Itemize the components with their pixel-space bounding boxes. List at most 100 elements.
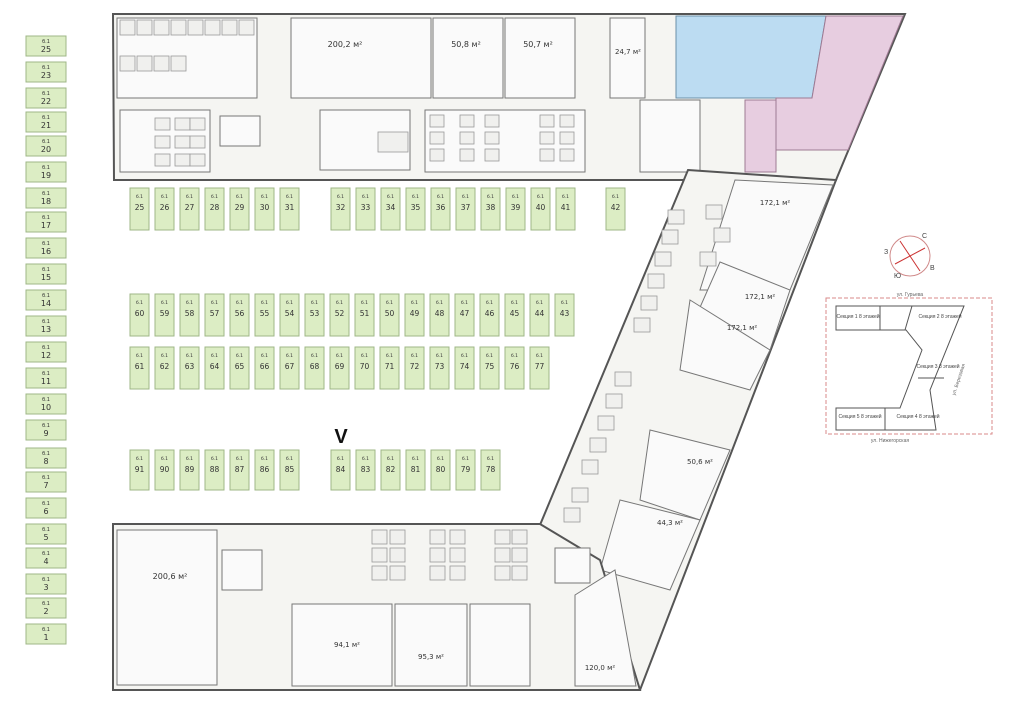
- parking-spot[interactable]: б.147: [454, 293, 475, 337]
- parking-spot[interactable]: б.156: [229, 293, 250, 337]
- parking-spot[interactable]: б.163: [179, 346, 200, 390]
- parking-spot-left[interactable]: б.17: [25, 471, 67, 493]
- parking-spot[interactable]: б.136: [430, 187, 451, 231]
- parking-spot[interactable]: б.142: [605, 187, 626, 231]
- parking-spot[interactable]: б.128: [204, 187, 225, 231]
- parking-spot[interactable]: б.180: [430, 449, 451, 491]
- parking-spot-left[interactable]: б.112: [25, 341, 67, 363]
- parking-spot[interactable]: б.191: [129, 449, 150, 491]
- parking-spot[interactable]: б.177: [529, 346, 550, 390]
- parking-spot[interactable]: б.130: [254, 187, 275, 231]
- parking-spot[interactable]: б.174: [454, 346, 475, 390]
- parking-spot[interactable]: б.127: [179, 187, 200, 231]
- parking-spot[interactable]: б.171: [379, 346, 400, 390]
- parking-spot-left[interactable]: б.114: [25, 289, 67, 311]
- parking-spot[interactable]: б.149: [404, 293, 425, 337]
- parking-spot-left[interactable]: б.125: [25, 35, 67, 57]
- spot-prefix: б.1: [462, 456, 469, 462]
- parking-spot[interactable]: б.159: [154, 293, 175, 337]
- parking-spot[interactable]: б.189: [179, 449, 200, 491]
- parking-spot[interactable]: б.190: [154, 449, 175, 491]
- parking-spot-left[interactable]: б.11: [25, 623, 67, 645]
- parking-spot-left[interactable]: б.123: [25, 61, 67, 83]
- parking-spot[interactable]: б.173: [429, 346, 450, 390]
- parking-spot[interactable]: б.175: [479, 346, 500, 390]
- parking-spot[interactable]: б.155: [254, 293, 275, 337]
- parking-spot-left[interactable]: б.116: [25, 237, 67, 259]
- parking-spot-left[interactable]: б.121: [25, 111, 67, 133]
- parking-spot[interactable]: б.145: [504, 293, 525, 337]
- parking-spot[interactable]: б.140: [530, 187, 551, 231]
- parking-spot-left[interactable]: б.122: [25, 87, 67, 109]
- parking-spot-left[interactable]: б.117: [25, 211, 67, 233]
- parking-spot[interactable]: б.143: [554, 293, 575, 337]
- parking-spot[interactable]: б.168: [304, 346, 325, 390]
- parking-spot-left[interactable]: б.18: [25, 447, 67, 469]
- parking-spot-left[interactable]: б.16: [25, 497, 67, 519]
- parking-spot[interactable]: б.172: [404, 346, 425, 390]
- parking-spot[interactable]: б.182: [380, 449, 401, 491]
- parking-spot-left[interactable]: б.14: [25, 547, 67, 569]
- parking-spot[interactable]: б.153: [304, 293, 325, 337]
- area-label: 50,8 м²: [451, 40, 481, 49]
- parking-spot[interactable]: б.141: [555, 187, 576, 231]
- parking-spot[interactable]: б.160: [129, 293, 150, 337]
- parking-spot-left[interactable]: б.113: [25, 315, 67, 337]
- parking-spot[interactable]: б.166: [254, 346, 275, 390]
- parking-spot[interactable]: б.135: [405, 187, 426, 231]
- parking-spot[interactable]: б.176: [504, 346, 525, 390]
- parking-spot[interactable]: б.154: [279, 293, 300, 337]
- parking-spot[interactable]: б.183: [355, 449, 376, 491]
- spot-number: 70: [360, 362, 370, 371]
- parking-spot[interactable]: б.162: [154, 346, 175, 390]
- storage-cell: [174, 135, 191, 149]
- spot-prefix: б.1: [511, 353, 518, 359]
- parking-spot[interactable]: б.144: [529, 293, 550, 337]
- parking-spot[interactable]: б.167: [279, 346, 300, 390]
- parking-spot[interactable]: б.150: [379, 293, 400, 337]
- parking-spot[interactable]: б.186: [254, 449, 275, 491]
- parking-spot[interactable]: б.179: [455, 449, 476, 491]
- parking-spot-left[interactable]: б.12: [25, 597, 67, 619]
- parking-spot[interactable]: б.152: [329, 293, 350, 337]
- parking-spot-left[interactable]: б.110: [25, 393, 67, 415]
- parking-spot[interactable]: б.187: [229, 449, 250, 491]
- parking-spot-left[interactable]: б.120: [25, 135, 67, 157]
- parking-spot[interactable]: б.157: [204, 293, 225, 337]
- spot-number: 80: [436, 465, 446, 474]
- parking-spot[interactable]: б.131: [279, 187, 300, 231]
- parking-spot[interactable]: б.170: [354, 346, 375, 390]
- parking-spot-left[interactable]: б.15: [25, 523, 67, 545]
- parking-spot[interactable]: б.133: [355, 187, 376, 231]
- parking-spot[interactable]: б.188: [204, 449, 225, 491]
- parking-spot[interactable]: б.129: [229, 187, 250, 231]
- parking-spot[interactable]: б.161: [129, 346, 150, 390]
- parking-spot-left[interactable]: б.111: [25, 367, 67, 389]
- parking-spot[interactable]: б.148: [429, 293, 450, 337]
- storage-cell: [559, 131, 575, 145]
- parking-spot[interactable]: б.126: [154, 187, 175, 231]
- parking-spot-left[interactable]: б.13: [25, 573, 67, 595]
- parking-spot[interactable]: б.178: [480, 449, 501, 491]
- parking-spot[interactable]: б.132: [330, 187, 351, 231]
- parking-spot[interactable]: б.137: [455, 187, 476, 231]
- spot-prefix: б.1: [161, 456, 168, 462]
- parking-spot[interactable]: б.169: [329, 346, 350, 390]
- parking-spot[interactable]: б.146: [479, 293, 500, 337]
- parking-spot[interactable]: б.151: [354, 293, 375, 337]
- parking-spot[interactable]: б.125: [129, 187, 150, 231]
- spot-prefix: б.1: [436, 353, 443, 359]
- parking-spot[interactable]: б.139: [505, 187, 526, 231]
- parking-spot[interactable]: б.138: [480, 187, 501, 231]
- parking-spot-left[interactable]: б.19: [25, 419, 67, 441]
- parking-spot-left[interactable]: б.118: [25, 187, 67, 209]
- parking-spot[interactable]: б.165: [229, 346, 250, 390]
- parking-spot[interactable]: б.184: [330, 449, 351, 491]
- parking-spot[interactable]: б.164: [204, 346, 225, 390]
- parking-spot[interactable]: б.181: [405, 449, 426, 491]
- parking-spot[interactable]: б.158: [179, 293, 200, 337]
- parking-spot[interactable]: б.185: [279, 449, 300, 491]
- parking-spot-left[interactable]: б.119: [25, 161, 67, 183]
- parking-spot-left[interactable]: б.115: [25, 263, 67, 285]
- parking-spot[interactable]: б.134: [380, 187, 401, 231]
